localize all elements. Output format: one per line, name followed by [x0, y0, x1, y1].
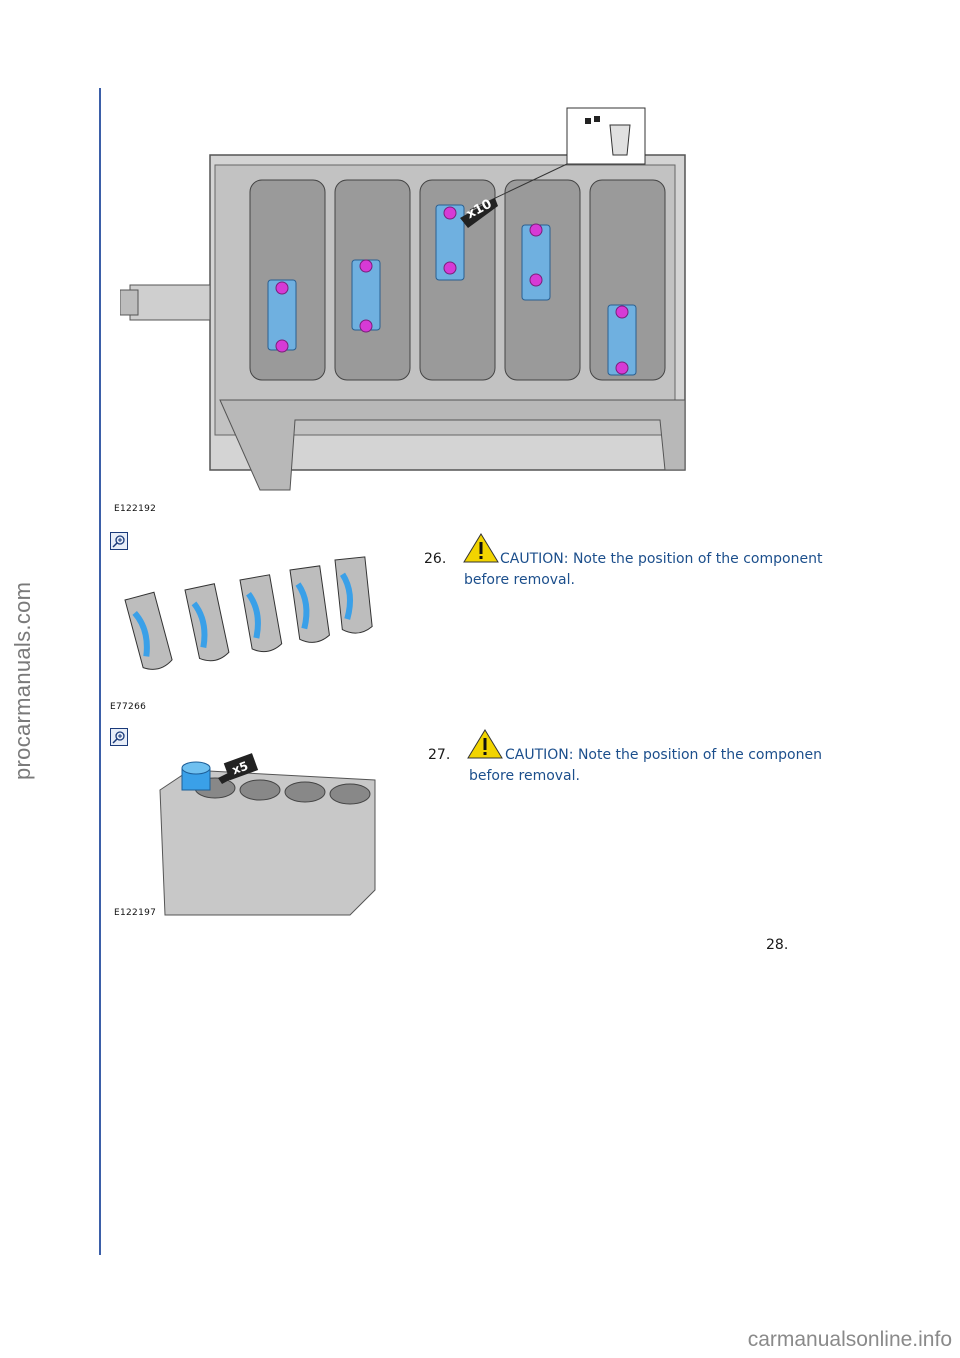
step-number: 26. [424, 551, 447, 567]
warning-icon [463, 533, 499, 563]
step-number: 28. [766, 937, 789, 953]
figure-label: E122192 [114, 504, 157, 514]
caution-text-line2: before removal. [464, 572, 575, 588]
caution-text: CAUTION: Note the position of the compon… [505, 747, 822, 763]
step-number: 27. [428, 747, 451, 763]
bearing-caps-figure [124, 556, 373, 670]
figure-label: E122197 [114, 908, 157, 918]
cylinder-block-figure [159, 753, 376, 916]
zoom-icon[interactable] [110, 728, 128, 746]
caution-text-line2: before removal. [469, 768, 580, 784]
engine-block-figure [120, 107, 686, 491]
margin-rule [99, 88, 101, 1255]
bin-icon [585, 116, 631, 156]
caution-text: CAUTION: Note the position of the compon… [500, 551, 823, 567]
side-watermark: procarmanuals.com [10, 581, 35, 780]
footer-watermark: carmanualsonline.info [747, 1328, 952, 1351]
figure-label: E77266 [110, 702, 147, 712]
zoom-icon[interactable] [110, 532, 128, 550]
x10-arrow [460, 198, 498, 228]
warning-icon [467, 729, 503, 759]
discard-inset [566, 107, 646, 165]
